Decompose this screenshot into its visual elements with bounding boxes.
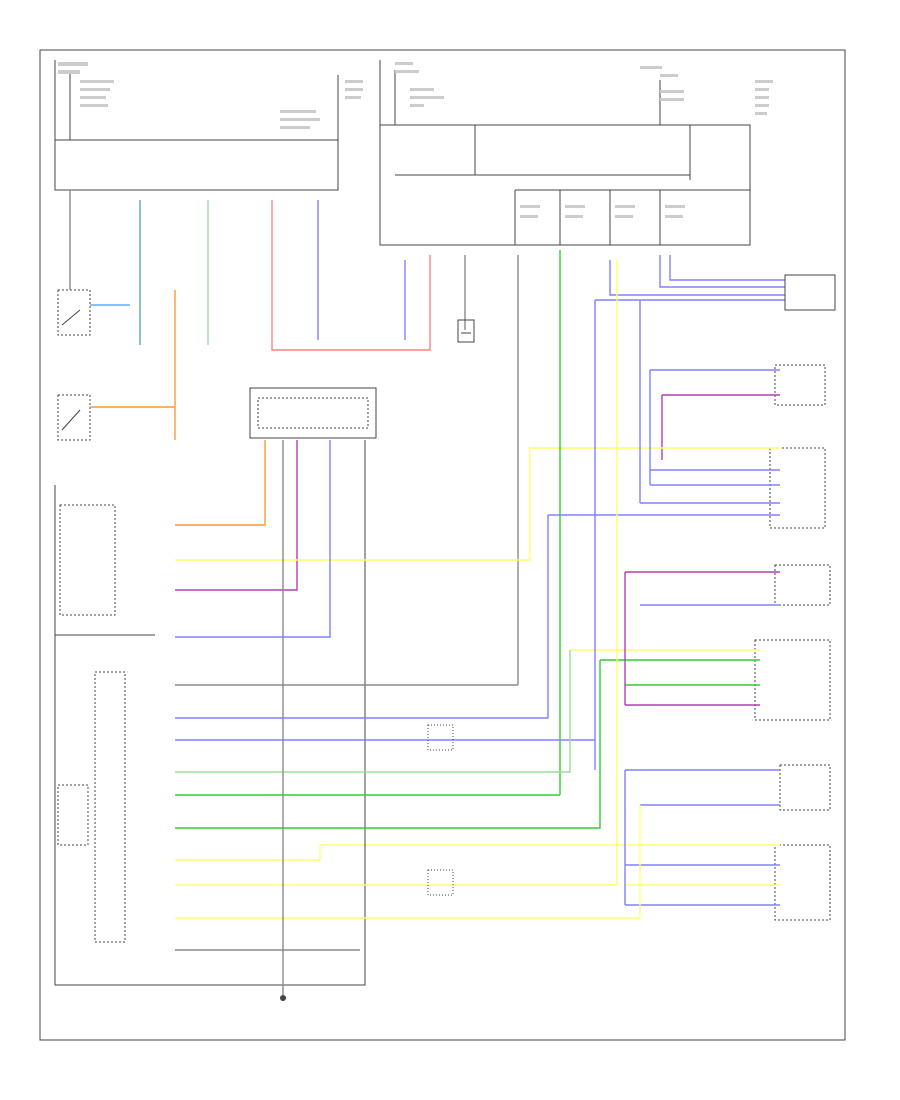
right-switch-2	[530, 300, 826, 529]
right-switch-3	[625, 564, 831, 606]
right-switch-6	[320, 770, 831, 921]
switch-module	[249, 387, 377, 439]
wire-orange-cu	[175, 440, 266, 526]
fuse-block-left	[54, 60, 363, 191]
wire-red-loop	[271, 200, 431, 351]
wire-yellow-cu	[175, 448, 531, 561]
fuse-block-middle	[379, 60, 773, 246]
fuse-block-left-outline	[54, 139, 339, 191]
fuse-block-middle-outline	[379, 124, 751, 246]
left-switch-upper	[57, 289, 130, 336]
fuse-labels-middle	[395, 62, 773, 218]
ground-symbol-middle	[457, 319, 475, 343]
wire-green-cu-1	[175, 650, 571, 773]
harness-blue-top	[595, 255, 836, 311]
ground-symbol-bottom	[280, 995, 286, 1001]
fuse-labels-left	[58, 62, 363, 129]
inline-connectors	[427, 724, 454, 896]
wire-blue-cu	[175, 440, 331, 638]
wire-blue-cu-1	[175, 515, 549, 719]
control-unit	[54, 440, 366, 986]
switch-module-outline	[249, 387, 377, 439]
right-switch-4	[570, 572, 831, 721]
right-switch-5	[625, 764, 831, 811]
wire-yellow-cu-3	[175, 805, 641, 919]
wire-purple-cu	[175, 440, 298, 591]
control-unit-outline	[54, 440, 366, 986]
diagram-border	[39, 49, 846, 1041]
right-switch-1	[650, 364, 826, 460]
wire-green-cu-3	[175, 660, 601, 829]
left-switch-lower	[57, 394, 175, 441]
wire-yellow-cu-1	[175, 845, 321, 861]
